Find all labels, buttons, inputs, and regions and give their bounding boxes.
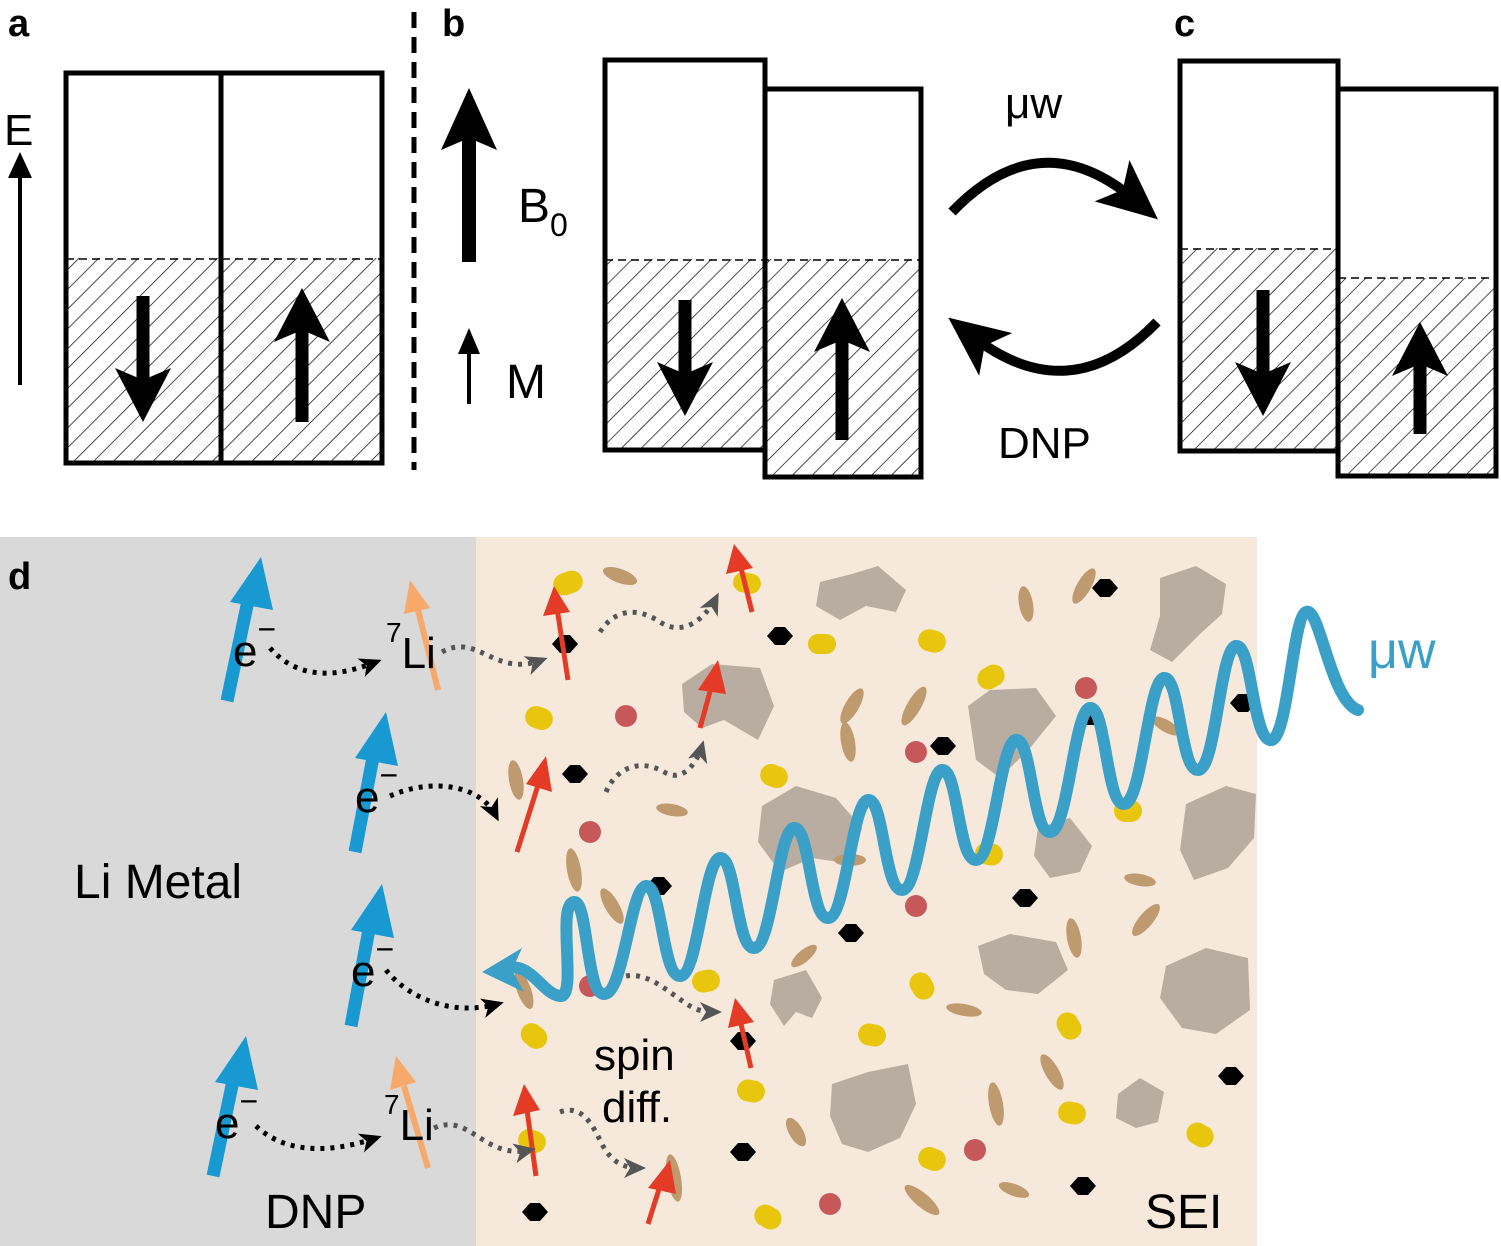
spin-up-arrow-c — [1392, 322, 1448, 434]
spin-up-arrow-a — [274, 288, 330, 422]
cycle-microwave-label: μw — [1005, 79, 1062, 128]
panel-a-letter: a — [8, 3, 30, 45]
svg-text:7Li: 7Li — [384, 1089, 434, 1150]
electron-label: e — [215, 1099, 239, 1148]
sei-black-grains — [522, 579, 1256, 1221]
dnp-cycle: μw DNP — [948, 79, 1161, 468]
svg-text:e−: e− — [351, 931, 394, 996]
electron-spins — [206, 557, 398, 1178]
lithium-label: Li — [400, 1101, 434, 1150]
magnetization-label: M — [506, 356, 546, 409]
electron-label: e — [351, 947, 375, 996]
spin-diffusion-label-line2: diff. — [602, 1083, 672, 1132]
sei-label: SEI — [1145, 1186, 1222, 1239]
svg-text:B0: B0 — [518, 180, 568, 243]
cycle-arrow-forward — [948, 157, 1158, 220]
polarization-transfer-arrows — [254, 646, 504, 1153]
energy-axis-arrow — [8, 152, 32, 385]
lithium-superscript: 7 — [386, 617, 402, 648]
panel-c-letter: c — [1174, 3, 1195, 45]
spin-down-arrow-b — [657, 300, 713, 416]
spin-down-arrow-a — [115, 296, 171, 422]
sei-nuclear-spin — [697, 660, 726, 729]
electron-superscript: − — [239, 1083, 258, 1119]
microwave-wave-arrowhead — [482, 948, 524, 992]
electron-superscript: − — [257, 611, 276, 647]
field-subscript: 0 — [550, 207, 568, 243]
electron-spin — [344, 884, 394, 1028]
lithium-spins — [390, 580, 441, 1169]
sei-nuclear-spin — [726, 544, 755, 613]
spin-down-arrow-c — [1235, 290, 1291, 416]
sei-red-grains — [579, 677, 1097, 1215]
lithium-superscript: 7 — [384, 1089, 400, 1120]
svg-text:7Li: 7Li — [386, 617, 436, 678]
sei-nuclear-spins — [513, 544, 755, 1225]
electron-spin — [206, 1036, 258, 1178]
sei-nuclear-spin — [513, 1084, 540, 1177]
magnetization-arrow — [458, 328, 480, 404]
microwave-wave — [500, 606, 1364, 1002]
panel-a: a E — [4, 3, 385, 466]
spin-up-arrow-b — [814, 298, 870, 440]
spin-diffusion-label-line1: spin — [594, 1031, 675, 1080]
sei-nuclear-spin — [728, 998, 754, 1069]
electron-spin — [220, 557, 273, 703]
panel-c: c — [1174, 3, 1499, 479]
lithium-spin — [390, 1056, 431, 1169]
density-of-states-spin-down-b — [602, 57, 768, 453]
svg-text:e−: e− — [233, 611, 276, 676]
panel-d: d — [0, 537, 1436, 1246]
cycle-dnp-label: DNP — [998, 419, 1091, 468]
dnp-label-d: DNP — [265, 1186, 366, 1239]
lithium-label: Li — [402, 629, 436, 678]
sei-nuclear-spin — [645, 1160, 676, 1225]
panel-b: b B0 M — [441, 3, 924, 480]
electron-superscript: − — [375, 931, 394, 967]
electron-label: e — [233, 627, 257, 676]
li-metal-label: Li Metal — [74, 856, 242, 909]
microwave-label-d: μw — [1368, 622, 1436, 680]
electron-superscript: − — [379, 757, 398, 793]
field-arrow — [441, 88, 497, 262]
sei-nuclear-spin — [514, 756, 552, 853]
electron-label: e — [355, 773, 379, 822]
energy-axis-label: E — [4, 106, 33, 155]
cycle-arrow-backward — [948, 317, 1161, 376]
panel-b-letter: b — [442, 3, 465, 45]
svg-text:e−: e− — [355, 757, 398, 822]
electron-spin — [348, 712, 398, 854]
panel-d-letter: d — [8, 556, 31, 598]
sei-brown-grains — [508, 566, 1181, 1216]
lithium-spin — [404, 580, 441, 691]
spin-diffusion-arrows — [432, 592, 722, 1178]
svg-text:e−: e− — [215, 1083, 258, 1148]
sei-nuclear-spin — [543, 586, 571, 681]
field-label: B — [518, 180, 550, 233]
